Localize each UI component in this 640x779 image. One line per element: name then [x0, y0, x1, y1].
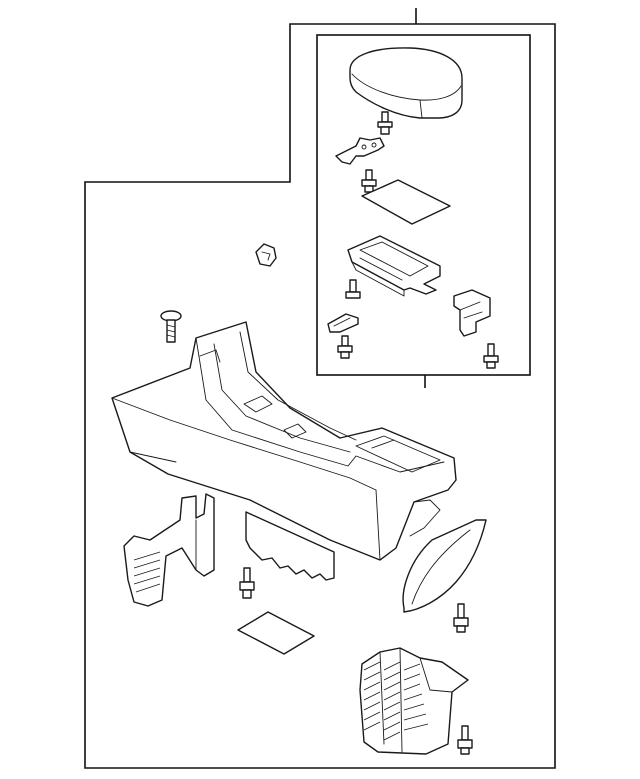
bolt-clip — [483, 343, 499, 369]
bolt-center — [239, 567, 255, 599]
armrest-lid — [349, 47, 463, 119]
tray-clip — [453, 289, 491, 337]
side-bracket-left — [123, 493, 215, 607]
bolt-latch — [337, 335, 353, 359]
console-body — [111, 321, 457, 561]
foam-pad — [237, 611, 315, 655]
storage-tray — [347, 235, 441, 297]
end-cover — [402, 519, 487, 613]
push-clip — [255, 243, 277, 267]
bolt-bracket — [361, 169, 377, 193]
assembly-frame — [84, 8, 556, 769]
tray-latch — [327, 313, 359, 333]
bolt-tray — [345, 279, 361, 299]
screw-left — [160, 310, 182, 343]
pocket-insert — [359, 647, 469, 755]
armrest-hinge-bracket — [335, 137, 385, 165]
center-panel — [245, 511, 335, 581]
armrest-subassembly-frame — [316, 34, 531, 388]
bolt-lid — [377, 111, 393, 135]
armrest-pad — [361, 179, 451, 225]
bolt-right — [453, 603, 469, 633]
bolt-bottom — [457, 725, 473, 755]
